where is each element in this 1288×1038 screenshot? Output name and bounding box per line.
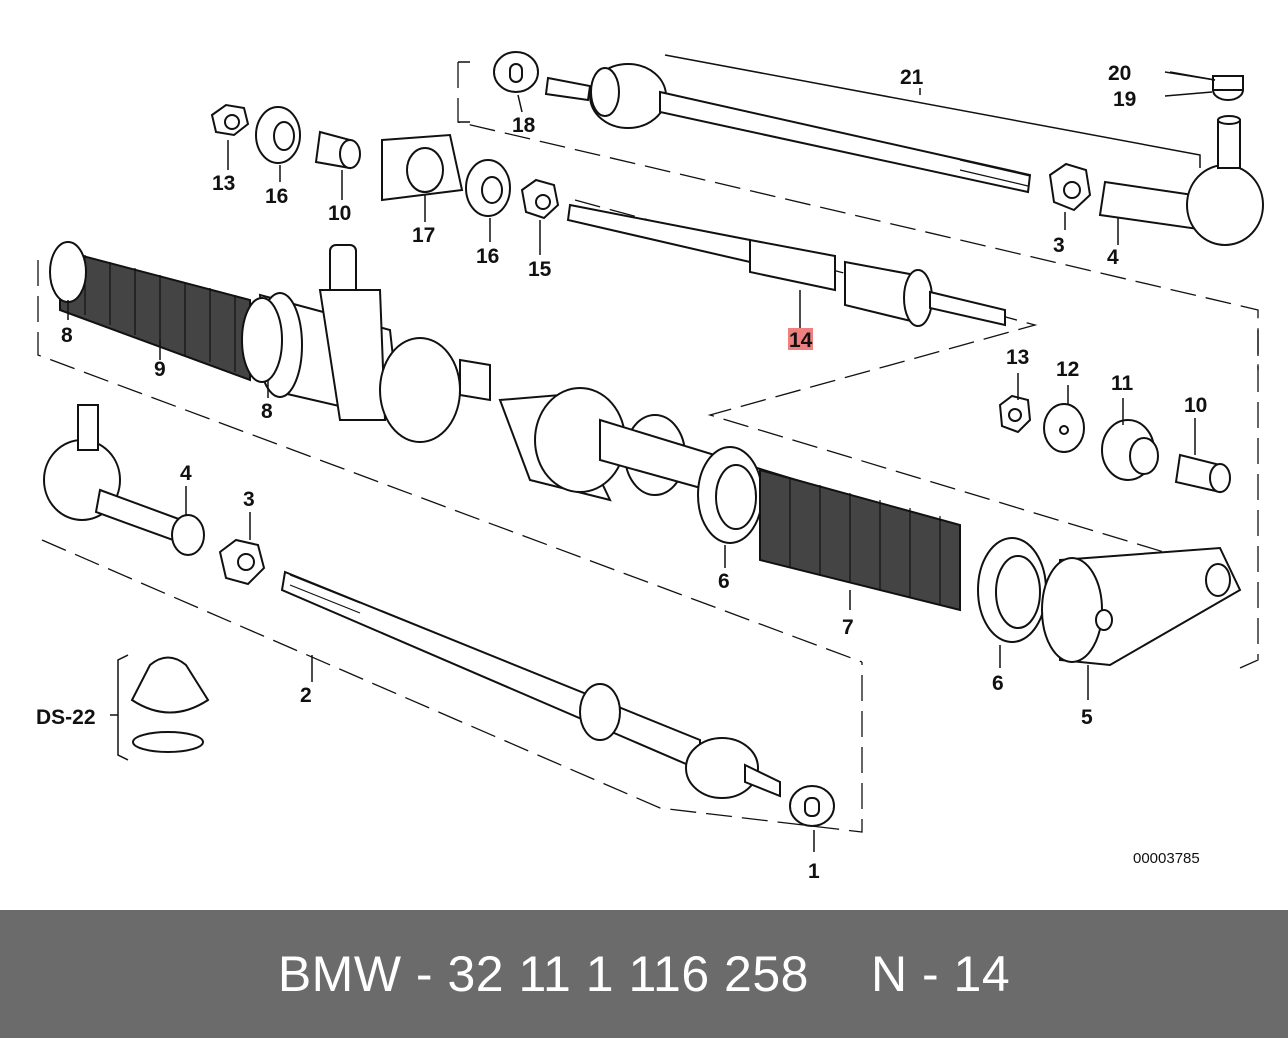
label-7: 7 [842,616,854,639]
label-1: 1 [808,860,820,883]
upper-tie-rod [544,63,1032,194]
label-4-lower: 4 [180,462,192,485]
nut-15 [520,178,560,220]
upper-bracket [458,61,470,123]
label-ds22: DS-22 [36,706,96,729]
label-12: 12 [1056,358,1079,381]
washer-18 [493,51,539,93]
label-3-upper: 3 [1053,234,1065,257]
part-number-banner: BMW - 32 11 1 116 258 N - 14 [0,910,1288,1038]
label-4-upper: 4 [1107,246,1119,269]
label-16-upper: 16 [265,185,288,208]
label-18: 18 [512,114,536,137]
part-number-text: BMW - 32 11 1 116 258 N - 14 [278,945,1010,1003]
bracket-5 [1041,546,1242,667]
ring-6-left [697,446,763,544]
label-14: 14 [789,329,813,352]
lower-tie-rod [280,570,781,799]
clamp-8-right [241,297,283,383]
label-8-left: 8 [61,324,73,347]
tie-rod-end-upper [1098,115,1264,246]
ds22-ring [132,731,204,753]
label-6-left: 6 [718,570,730,593]
inner-tie-rod-14 [566,203,1006,327]
label-6-right: 6 [992,672,1004,695]
position-number: N - 14 [870,946,1011,1002]
label-17: 17 [412,224,435,247]
washer-16-mid [465,159,511,217]
label-5: 5 [1081,706,1093,729]
rack-group-outline [37,260,1259,669]
label-13-upper: 13 [212,172,235,195]
bushing-10-right [1174,453,1231,494]
label-10-upper: 10 [328,202,351,225]
washer-1 [789,785,835,827]
ds22-bracket [110,654,129,761]
boot-7 [759,468,961,612]
leader-lines [67,71,1216,852]
label-13-right: 13 [1006,346,1029,369]
exploded-parts-diagram: 1 2 3 3 4 4 5 6 6 7 8 8 9 10 10 11 12 13… [36,51,1264,883]
nut-3-upper [1048,162,1092,212]
label-19: 19 [1113,88,1136,111]
ring-6-right [977,537,1047,643]
bushing-11 [1101,419,1159,481]
tie-rod-end-lower [43,404,205,556]
part-number: BMW - 32 11 1 116 258 [277,946,809,1002]
highlight-box-14 [788,328,813,350]
clamp-8-left [49,241,87,303]
mount-17 [381,133,464,202]
label-2: 2 [300,684,312,707]
bushing-10-upper [314,130,361,170]
label-3-lower: 3 [243,488,255,511]
drawing-code: 00003785 [1133,850,1200,867]
label-21: 21 [900,66,924,89]
label-20: 20 [1108,62,1131,85]
nut-13-upper [210,103,250,137]
ds22-boot [130,656,210,714]
group-21-line [664,54,1201,168]
nut-13-right [998,394,1032,434]
castle-nut-19 [1212,75,1244,101]
label-8-right: 8 [261,400,273,423]
label-10-right: 10 [1184,394,1207,417]
label-11: 11 [1111,372,1134,395]
washer-12 [1043,403,1085,453]
nut-3-lower [218,538,266,586]
washer-16-upper [255,106,301,164]
lower-tie-rod-group-outline [41,539,863,833]
label-15: 15 [528,258,552,281]
label-9: 9 [154,358,166,381]
label-16-mid: 16 [476,245,499,268]
